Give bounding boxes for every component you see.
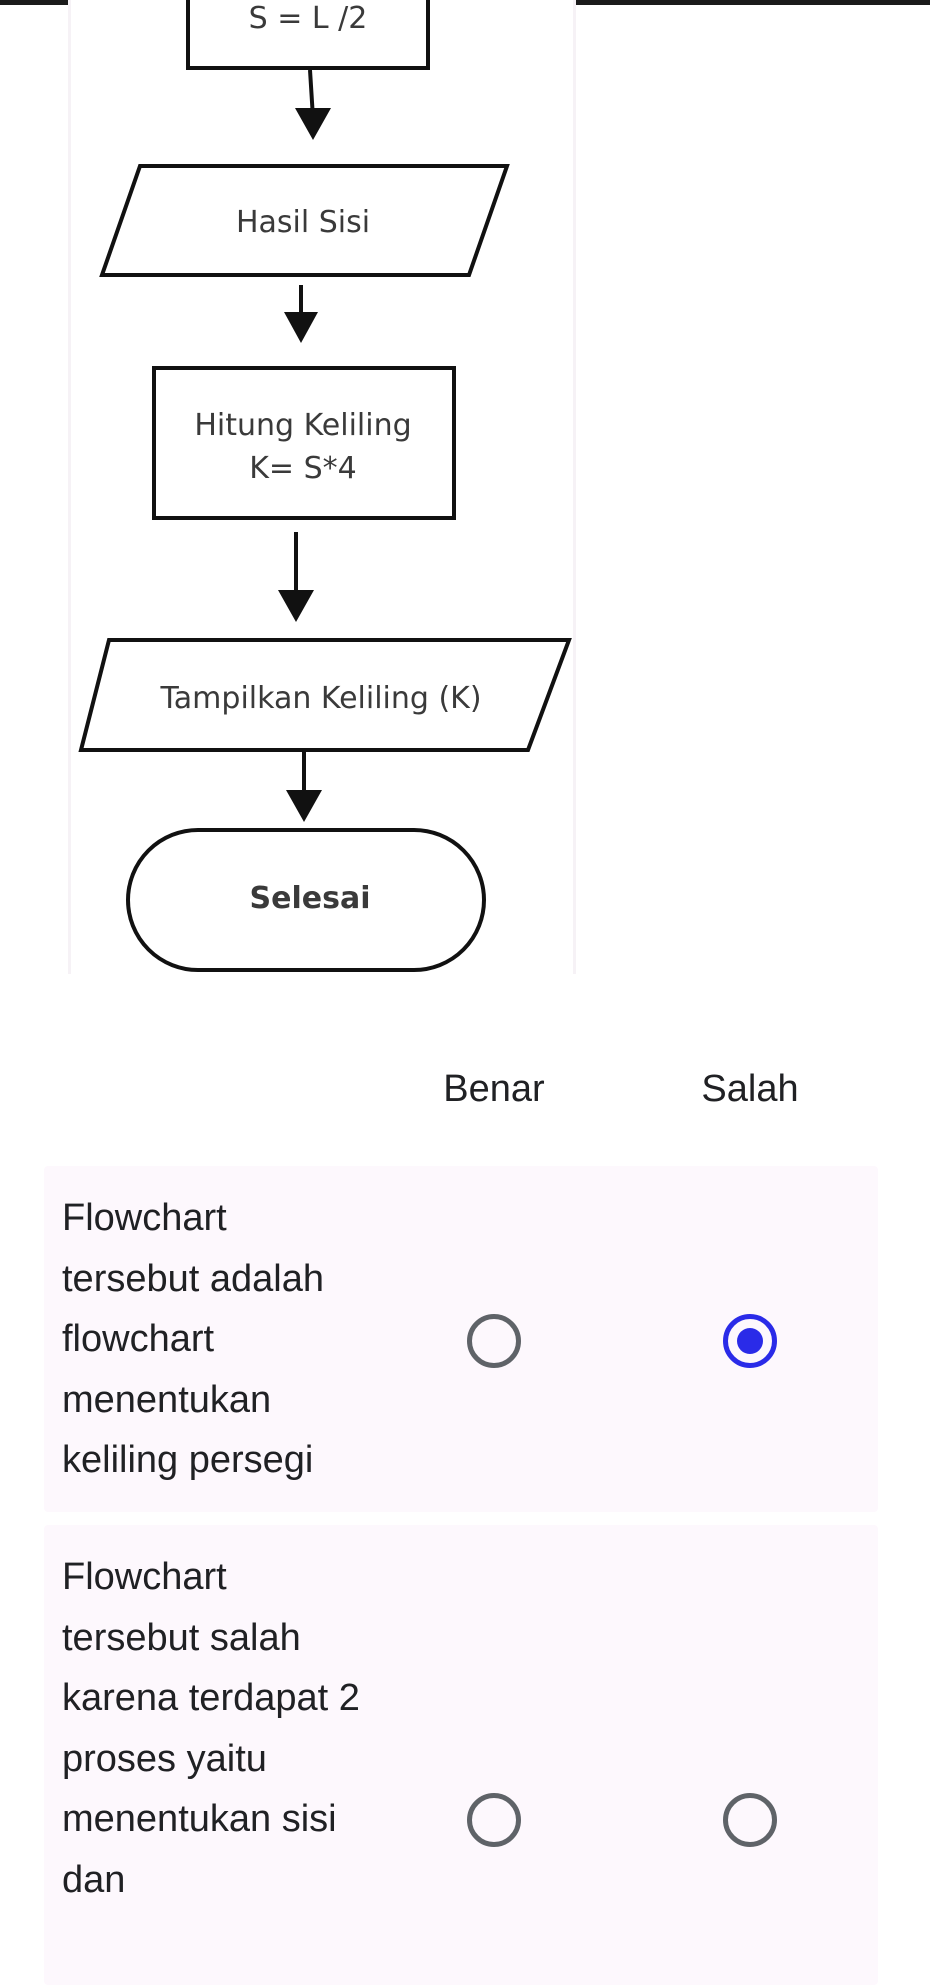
grid-row-2: Flowchart tersebut salah karena terdapat… (44, 1525, 878, 1985)
grid-column-headers: Benar Salah (0, 1068, 930, 1124)
process-box-hitung-keliling: Hitung Keliling K= S*4 (152, 366, 456, 520)
arrow-icon (278, 532, 314, 622)
svg-text:S = L /2: S = L /2 (249, 1, 368, 36)
row-label: Flowchart tersebut adalah flowchart mene… (62, 1197, 324, 1481)
radio-row2-salah[interactable] (723, 1793, 777, 1847)
radio-row1-benar[interactable] (467, 1314, 521, 1368)
svg-text:Tampilkan Keliling (K): Tampilkan Keliling (K) (159, 681, 481, 716)
io-parallelogram-hasil-sisi: Hasil Sisi (99, 164, 510, 277)
io-parallelogram-tampilkan-keliling: Tampilkan Keliling (K) (78, 638, 572, 752)
radio-row2-benar[interactable] (467, 1793, 521, 1847)
arrow-icon (295, 69, 331, 140)
grid-row-1: Flowchart tersebut adalah flowchart mene… (44, 1166, 878, 1512)
process-box-sisi: S = L /2 (186, 0, 430, 70)
svg-text:K= S*4: K= S*4 (249, 451, 356, 486)
svg-text:Selesai: Selesai (250, 881, 371, 916)
svg-text:Hasil Sisi: Hasil Sisi (236, 205, 370, 240)
svg-text:Hitung Keliling: Hitung Keliling (194, 408, 411, 443)
column-header-benar: Benar (443, 1068, 545, 1110)
arrow-icon (286, 752, 322, 822)
terminator-selesai: Selesai (126, 828, 486, 972)
arrow-icon (284, 285, 318, 343)
flowchart-image: S = L /2 Hasil Sisi Hitung Keliling K= S… (68, 0, 576, 974)
column-header-salah: Salah (701, 1068, 799, 1110)
radio-row1-salah[interactable] (723, 1314, 777, 1368)
row-label: Flowchart tersebut salah karena terdapat… (62, 1556, 360, 1901)
